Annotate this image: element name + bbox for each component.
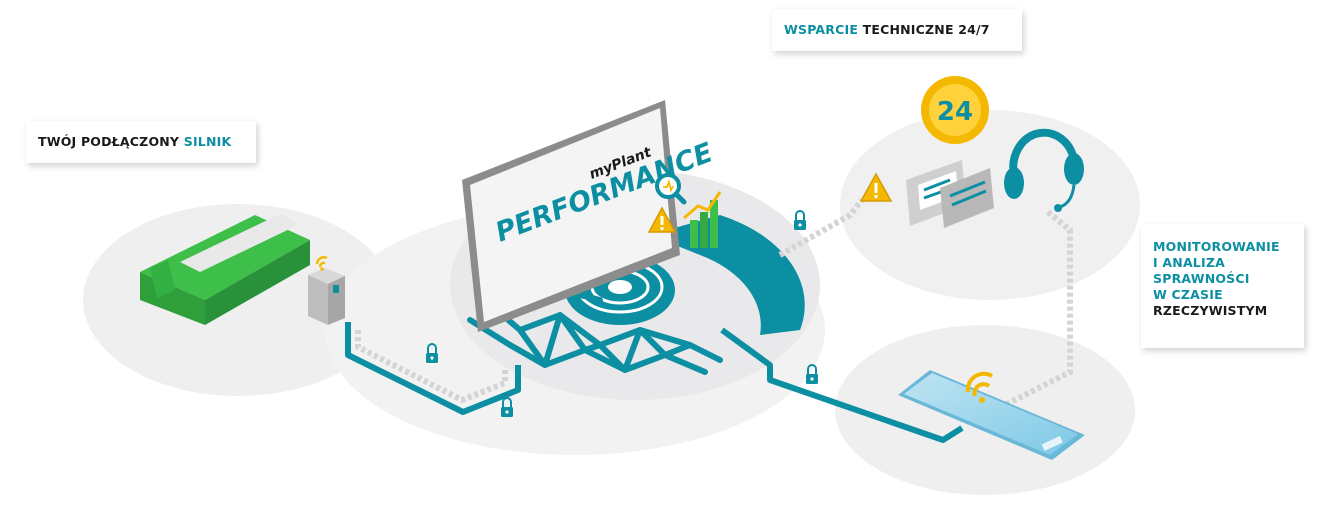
- support-callout: WSPARCIE TECHNICZNE 24/7: [772, 9, 1022, 51]
- lock-icon: [794, 210, 806, 230]
- support-callout-part2: TECHNICZNE 24/7: [862, 22, 990, 37]
- magnifier-icon: [655, 173, 687, 205]
- warning-icon: [647, 206, 677, 233]
- tablet-icon: [898, 370, 1085, 460]
- monitoring-line-4: W CZASIE: [1153, 287, 1223, 302]
- clock-24-icon: 24: [921, 76, 989, 144]
- engine-icon: [140, 214, 310, 325]
- lock-icon: [501, 397, 513, 417]
- engine-callout-part1: TWÓJ PODŁĄCZONY: [38, 134, 180, 149]
- connection-lines: [345, 198, 1073, 443]
- monitoring-callout: MONITOROWANIE I ANALIZA SPRAWNOŚCI W CZA…: [1141, 224, 1304, 348]
- warning-icon: [859, 172, 893, 202]
- hub-arc: [650, 215, 805, 335]
- monitoring-line-2: I ANALIZA: [1153, 255, 1225, 270]
- engine-callout-part2: SILNIK: [183, 134, 232, 149]
- wifi-icon: [315, 256, 328, 271]
- lock-icon: [426, 343, 438, 363]
- performance-screen: myPlant PERFORMANCE: [462, 100, 718, 332]
- bar-chart-icon: [683, 191, 722, 248]
- monitoring-line-5: RZECZYWISTYM: [1153, 303, 1268, 318]
- chat-icon: [906, 160, 994, 228]
- support-callout-part1: WSPARCIE: [784, 22, 859, 37]
- controller-cabinet: [308, 268, 345, 325]
- lock-icon: [806, 364, 818, 384]
- monitoring-line-1: MONITOROWANIE: [1153, 239, 1280, 254]
- wifi-icon: [965, 371, 994, 403]
- engine-callout: TWÓJ PODŁĄCZONY SILNIK: [26, 121, 256, 163]
- network-mesh: [467, 282, 723, 375]
- support-badge-text: 24: [937, 97, 973, 127]
- monitoring-line-3: SPRAWNOŚCI: [1153, 271, 1250, 286]
- headset-icon: [1004, 128, 1084, 212]
- hub-center: [608, 280, 632, 294]
